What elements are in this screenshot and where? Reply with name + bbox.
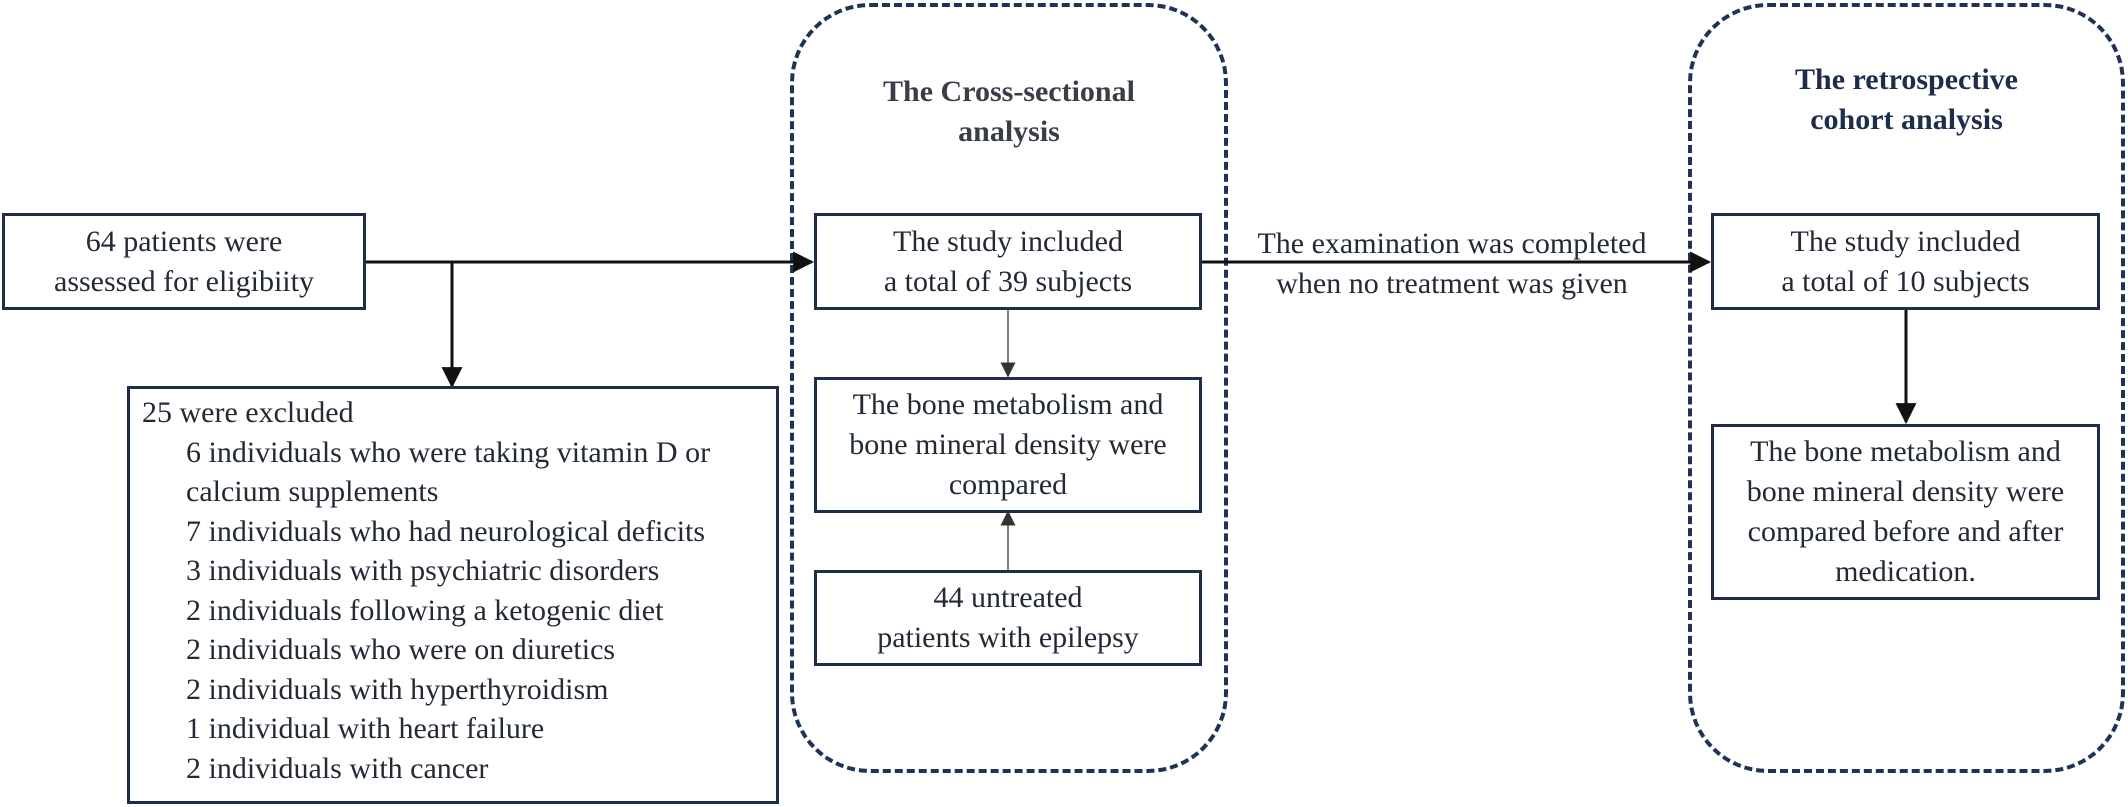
node-line: assessed for eligibiity [54,264,314,298]
node-line: a total of 39 subjects [883,264,1133,298]
edge-label-line: when no treatment was given [1276,267,1628,300]
rc-included-box: The study included a total of 10 subject… [1711,213,2100,310]
title-line: The Cross-sectional [883,75,1135,108]
excluded-item: 2 individuals with cancer [186,751,489,785]
cross-sectional-section [790,3,1228,773]
excluded-item: 2 individuals with hyperthyroidism [186,672,609,706]
edge-label-no-treatment: The examination was completed when no tr… [1212,224,1692,304]
node-line: The study included [1790,224,2021,258]
node-line: The bone metabolism and [852,388,1164,421]
cs-included-box: The study included a total of 39 subject… [814,213,1202,310]
title-line: cohort analysis [1810,103,2003,136]
untreated-box: 44 untreated patients with epilepsy [814,570,1202,666]
excluded-item: 2 individuals who were on diuretics [186,633,616,666]
excluded-item: 6 individuals who were taking vitamin D … [142,433,776,512]
node-line: bone mineral density were [849,428,1167,461]
cs-compared-box: The bone metabolism and bone mineral den… [814,377,1202,513]
retrospective-section [1688,3,2125,773]
excluded-box: 25 were excluded 6 individuals who were … [127,386,779,804]
title-line: analysis [958,115,1060,148]
excluded-item-line: calcium supplements [186,475,439,508]
node-line: patients with epilepsy [877,621,1139,654]
excluded-item: 2 individuals following a ketogenic diet [186,593,664,627]
node-line: The study included [893,224,1123,258]
excluded-item-line: 6 individuals who were taking vitamin D … [186,435,711,469]
node-line: compared [948,468,1068,501]
cross-sectional-title: The Cross-sectional analysis [790,72,1228,152]
excluded-item: 1 individual with heart failure [186,712,545,745]
excluded-item: 7 individuals who had neurological defic… [186,514,706,548]
title-line: The retrospective [1795,63,2018,96]
excluded-heading: 25 were excluded [142,396,354,429]
node-line: 64 patients were [85,224,283,258]
edge-label-line: The examination was completed [1257,227,1647,260]
node-line: compared before and after [1747,515,2064,548]
node-line: 44 untreated [933,581,1083,614]
rc-compared-box: The bone metabolism and bone mineral den… [1711,424,2100,600]
excluded-item: 3 individuals with psychiatric disorders [186,554,660,587]
node-line: bone mineral density were [1746,475,2065,508]
node-line: medication. [1835,555,1976,588]
node-line: The bone metabolism and [1750,435,2061,468]
assessed-box: 64 patients were assessed for eligibiity [2,213,366,310]
retrospective-title: The retrospective cohort analysis [1688,60,2125,140]
node-line: a total of 10 subjects [1781,264,2030,298]
